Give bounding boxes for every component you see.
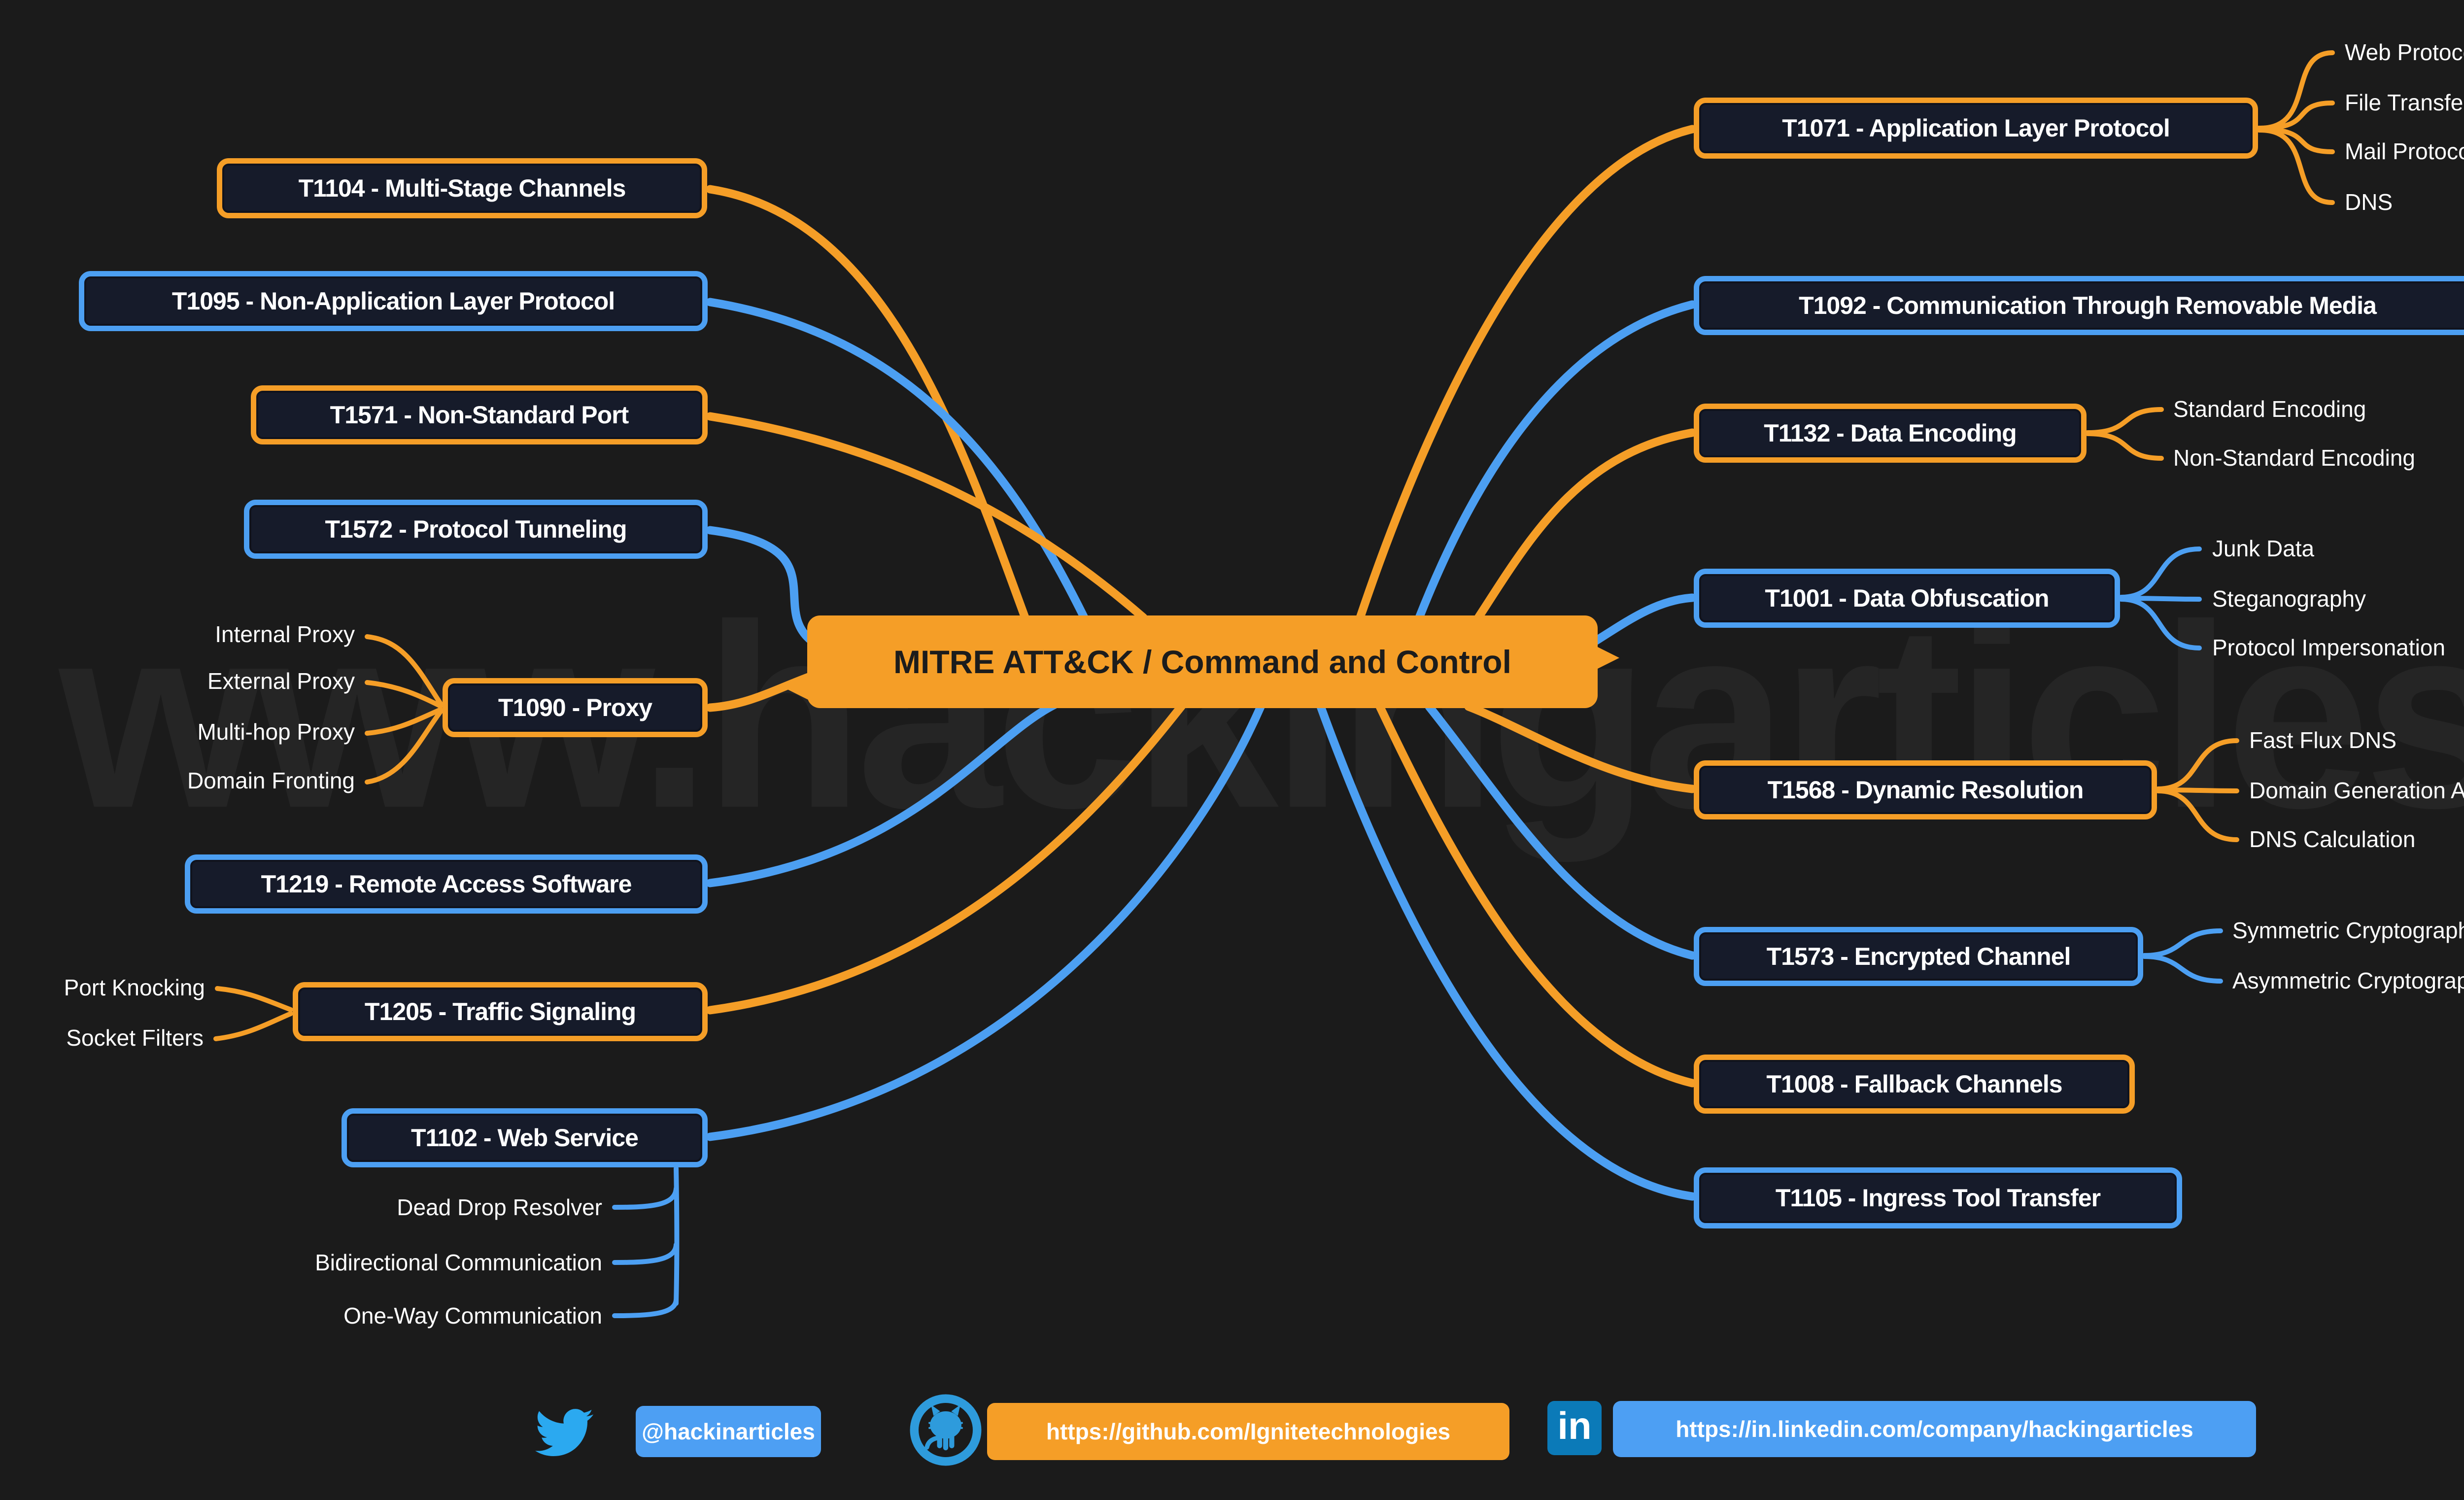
sub-domain-fronting: Domain Fronting [187,768,355,793]
sub-standard-encoding: Standard Encoding [2173,396,2366,422]
sub-internal-proxy: Internal Proxy [215,621,355,647]
node-label: T1008 - Fallback Channels [1766,1070,2062,1098]
node-label: T1132 - Data Encoding [1764,419,2017,447]
sub-port-knocking: Port Knocking [64,975,205,1000]
sub-dns: DNS [2345,189,2393,215]
node-label: T1092 - Communication Through Removable … [1799,292,2377,319]
sub-protocol-impersonation: Protocol Impersonation [2212,635,2446,660]
node-t1571-non-standard-port: T1571 - Non-Standard Port [251,385,708,444]
sub-asymmetric-cryptography: Asymmetric Cryptography [2232,968,2464,993]
node-t1095-non-application-layer-protocol: T1095 - Non-Application Layer Protocol [79,271,708,331]
sub-mail-protocols: Mail Protocols [2345,138,2464,164]
twitter-icon[interactable] [527,1403,601,1462]
node-label: T1568 - Dynamic Resolution [1767,776,2084,804]
sub-junk-data: Junk Data [2212,536,2315,561]
node-label: T1071 - Application Layer Protocol [1782,114,2170,142]
node-label: T1105 - Ingress Tool Transfer [1775,1184,2101,1212]
sub-file-transfer-protocols: File Transfer Protocols [2345,90,2464,115]
node-label: T1102 - Web Service [411,1124,639,1152]
node-label: T1090 - Proxy [498,694,652,721]
sub-steganography: Steganography [2212,586,2366,612]
node-t1572-protocol-tunneling: T1572 - Protocol Tunneling [244,500,708,559]
central-topic-label: MITRE ATT&CK / Command and Control [893,644,1511,680]
node-t1104-multi-stage-channels: T1104 - Multi-Stage Channels [217,158,707,218]
node-label: T1219 - Remote Access Software [261,870,632,898]
sub-non-standard-encoding: Non-Standard Encoding [2173,445,2415,471]
node-label: T1205 - Traffic Signaling [364,998,636,1025]
node-label: T1571 - Non-Standard Port [330,401,629,429]
github-icon[interactable] [909,1394,982,1466]
sub-bidirectional-communication: Bidirectional Communication [315,1250,602,1275]
twitter-handle-button[interactable]: @hackinarticles [636,1406,821,1457]
sub-web-protocols: Web Protocols [2345,39,2464,65]
node-t1132-data-encoding: T1132 - Data Encoding [1694,404,2087,463]
sub-socket-filters: Socket Filters [66,1025,204,1051]
github-url-button[interactable]: https://github.com/Ignitetechnologies [987,1403,1509,1460]
sub-external-proxy: External Proxy [207,668,355,694]
sub-dead-drop-resolver: Dead Drop Resolver [397,1194,602,1220]
node-t1008-fallback-channels: T1008 - Fallback Channels [1694,1055,2135,1114]
central-topic: MITRE ATT&CK / Command and Control [786,615,1619,708]
node-t1001-data-obfuscation: T1001 - Data Obfuscation [1694,569,2120,628]
node-t1092-communication-through-removable-media: T1092 - Communication Through Removable … [1694,276,2464,335]
sub-multi-hop-proxy: Multi-hop Proxy [197,719,355,745]
linkedin-icon[interactable]: in [1547,1401,1602,1455]
node-t1568-dynamic-resolution: T1568 - Dynamic Resolution [1694,760,2157,819]
sub-symmetric-cryptography: Symmetric Cryptography [2232,918,2464,943]
node-t1573-encrypted-channel: T1573 - Encrypted Channel [1694,927,2143,986]
node-label: T1104 - Multi-Stage Channels [298,174,626,202]
sub-fast-flux-dns: Fast Flux DNS [2249,727,2397,753]
node-t1105-ingress-tool-transfer: T1105 - Ingress Tool Transfer [1694,1167,2182,1228]
node-label: T1573 - Encrypted Channel [1766,943,2071,970]
sub-one-way-communication: One-Way Communication [343,1303,602,1329]
node-t1071-application-layer-protocol: T1071 - Application Layer Protocol [1694,98,2258,159]
linkedin-url-button[interactable]: https://in.linkedin.com/company/hackinga… [1613,1401,2256,1457]
sub-dns-calculation: DNS Calculation [2249,826,2416,852]
node-label: T1001 - Data Obfuscation [1765,584,2049,612]
node-t1090-proxy: T1090 - Proxy [443,678,708,737]
node-t1102-web-service: T1102 - Web Service [342,1108,708,1167]
sub-domain-generation-algorithms: Domain Generation Algorithms [2249,778,2464,803]
node-t1219-remote-access-software: T1219 - Remote Access Software [185,854,708,914]
node-t1205-traffic-signaling: T1205 - Traffic Signaling [293,982,708,1041]
node-label: T1572 - Protocol Tunneling [325,515,627,543]
node-label: T1095 - Non-Application Layer Protocol [171,287,615,315]
